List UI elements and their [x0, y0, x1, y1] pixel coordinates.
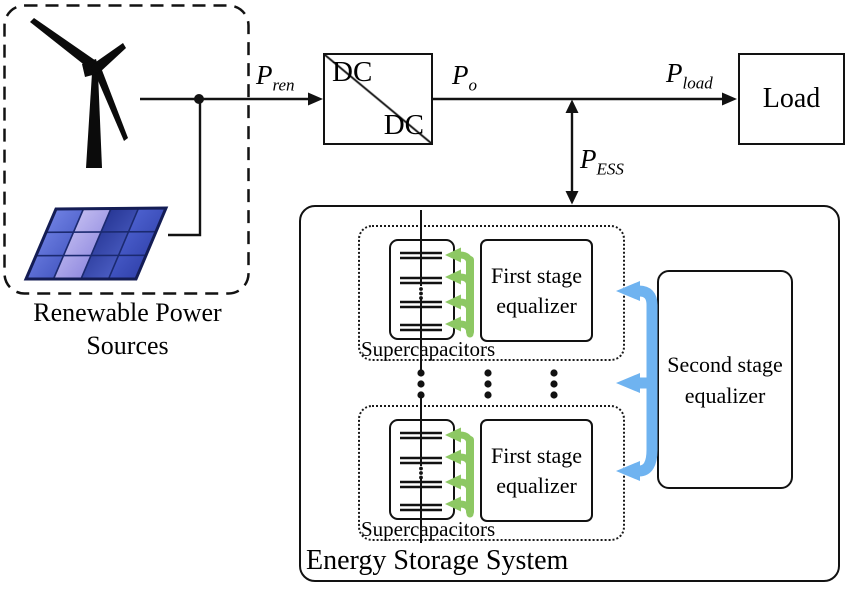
energy-storage-system-label: Energy Storage System [306, 545, 569, 576]
wind-turbine-icon [30, 18, 128, 168]
p-o-base: P [452, 60, 469, 90]
p-ren-base: P [256, 60, 273, 90]
p-ess-arrowhead-up [565, 99, 579, 113]
first-stage-equalizer-1-line2: equalizer [496, 292, 577, 318]
supercapacitors-label-2: Supercapacitors [361, 517, 496, 541]
second-stage-equalizer-line1: Second stage [667, 351, 783, 377]
first-stage-equalizer-1-box: First stage equalizer [480, 239, 593, 342]
renewable-label-line1: Renewable Power [33, 298, 222, 327]
p-o-label: Po [452, 60, 477, 93]
load-box: Load [738, 53, 845, 145]
load-label: Load [762, 83, 821, 114]
supercapacitor-stack-1 [389, 239, 455, 340]
renewable-sources-box [3, 4, 250, 295]
p-ess-arrowhead-down [565, 191, 579, 205]
second-stage-equalizer-box: Second stage equalizer [657, 270, 793, 489]
p-load-base: P [666, 58, 683, 88]
supercapacitor-stack-2 [389, 419, 455, 520]
renewable-sources-label: Renewable Power Sources [5, 296, 250, 362]
first-stage-equalizer-2-box: First stage equalizer [480, 419, 593, 522]
p-ren-label: Pren [256, 60, 295, 93]
energy-storage-system-box [299, 205, 840, 582]
p-ess-label: PESS [580, 144, 624, 177]
power-arrowheads [194, 92, 737, 205]
supercapacitor-group-1: Supercapacitors First stage equalizer [358, 225, 625, 361]
p-load-sub: load [682, 73, 713, 93]
first-stage-equalizer-2-line2: equalizer [496, 472, 577, 498]
dc-bottom-label: DC [383, 109, 424, 141]
renewable-label-line2: Sources [86, 331, 169, 360]
p-ren-arrowhead [308, 92, 323, 106]
supercapacitor-group-2: Supercapacitors First stage equalizer [358, 405, 625, 541]
first-stage-equalizer-2-line1: First stage [490, 442, 583, 468]
first-stage-equalizer-1-line1: First stage [490, 262, 583, 288]
dc-top-label: DC [332, 56, 373, 88]
second-stage-equalizer-line2: equalizer [684, 382, 766, 408]
p-ess-base: P [580, 144, 597, 174]
supercapacitors-label-1: Supercapacitors [361, 337, 496, 361]
p-load-label: Pload [666, 58, 713, 91]
p-ess-sub: ESS [596, 159, 624, 179]
solar-panel-icon [23, 206, 169, 281]
p-load-arrowhead [722, 92, 737, 106]
dc-dc-converter-box: DC DC [323, 53, 433, 145]
p-o-sub: o [468, 75, 478, 95]
p-ren-sub: ren [272, 75, 295, 95]
